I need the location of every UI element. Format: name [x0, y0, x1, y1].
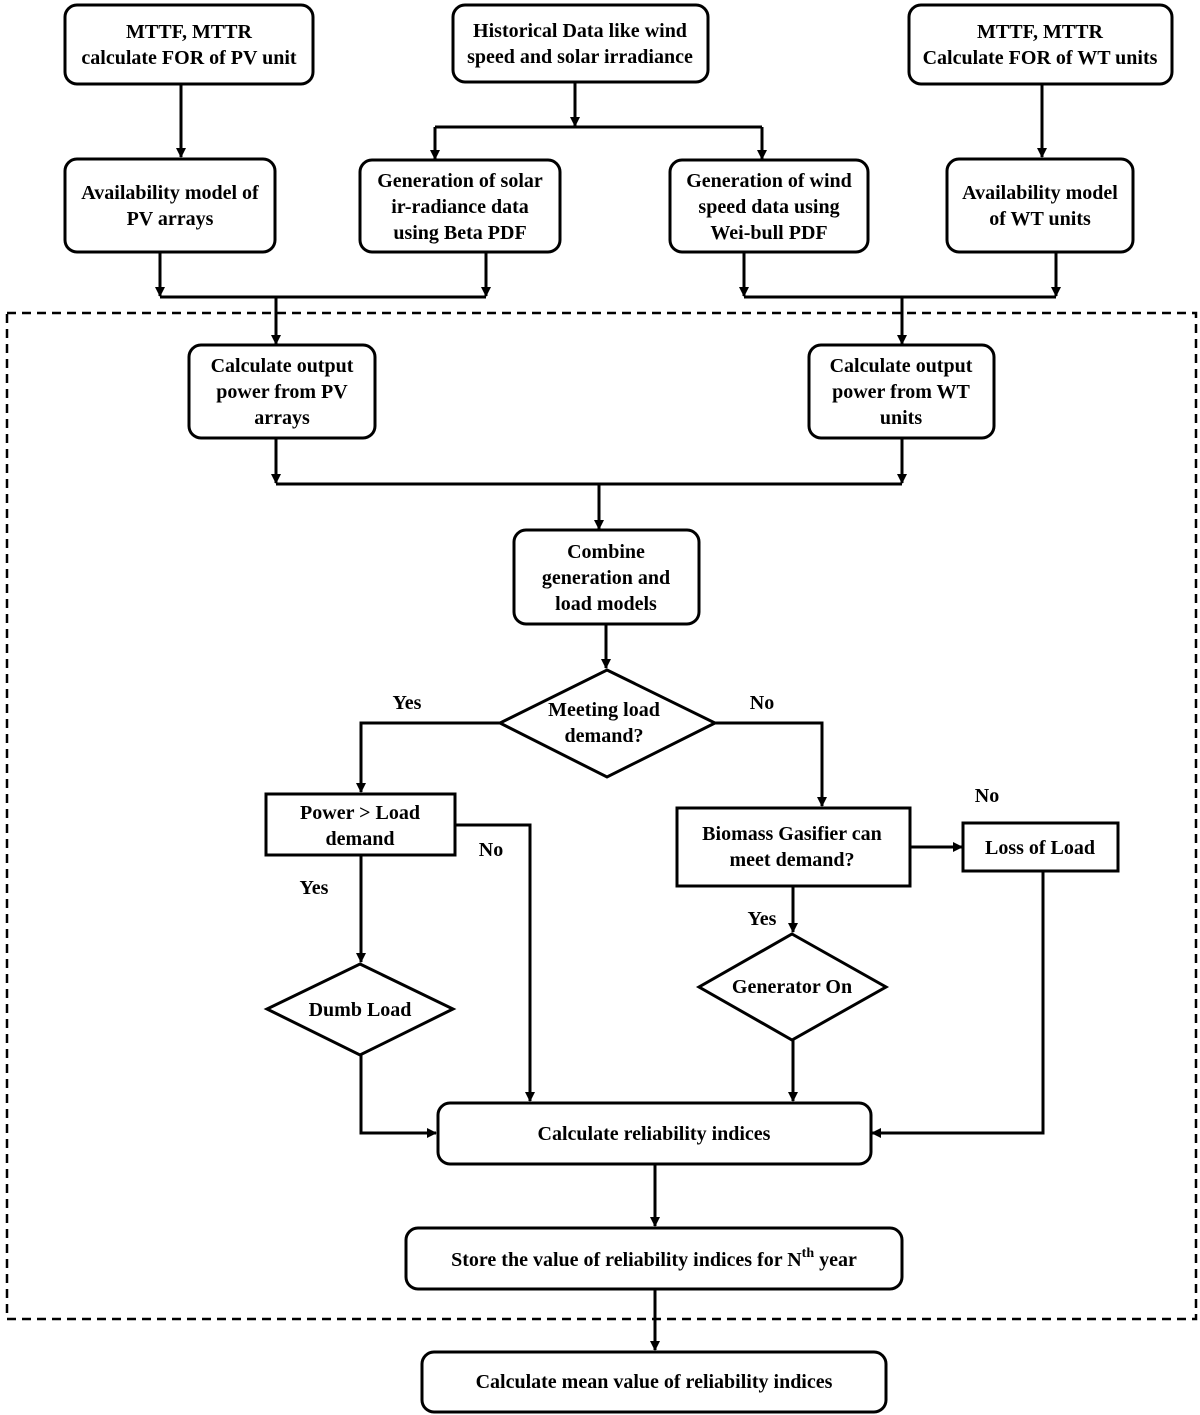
node-meeting-load: Meeting load demand? [496, 668, 719, 779]
edge-decision-no [715, 721, 827, 807]
node-wt-availability: Availability model of WT units [945, 157, 1135, 254]
node-solar-generation: Generation of solar ir-radiance data using… [358, 158, 562, 254]
text-line: using Beta PDF [393, 222, 526, 244]
text-line: arrays [254, 407, 310, 429]
label-meeting-yes: Yes [393, 692, 422, 714]
node-historical: Historical Data like wind speed and solar… [451, 3, 710, 84]
text-line: calculate FOR of PV unit [81, 47, 297, 69]
text-line: Generation of solar [377, 170, 543, 192]
text-line: Power > Load [300, 802, 420, 824]
label-power-no: No [479, 839, 503, 861]
node-pv-output: Calculate output power from PV arrays [187, 343, 377, 440]
text-line: Generation of wind [686, 170, 852, 192]
node-solar-generation-text: Generation of solar ir-radiance data using… [377, 170, 543, 244]
edge-decision-yes [356, 721, 500, 793]
text-line: MTTF, MTTR [126, 21, 252, 43]
text-line: load models [555, 593, 657, 615]
text-line: PV arrays [127, 208, 214, 230]
node-biomass-text: Biomass Gasifier can meet demand? [702, 823, 882, 871]
text-line: Loss of Load [985, 837, 1095, 859]
node-dumb-load-text: Dumb Load [309, 999, 412, 1021]
node-biomass: Biomass Gasifier can meet demand? [675, 806, 912, 888]
node-power-gt-load: Power > Load demand [264, 792, 457, 857]
text-line: speed and solar irradiance [467, 46, 693, 68]
text-line: Calculate output [211, 355, 354, 377]
node-generator-on: Generator On [695, 932, 890, 1042]
node-calc-reliability: Calculate reliability indices [436, 1101, 873, 1166]
node-power-gt-load-text: Power > Load demand [300, 802, 420, 850]
node-pv-for-text: MTTF, MTTR calculate FOR of PV unit [81, 21, 297, 69]
simulation-boundary [5, 311, 1198, 1321]
label-power-yes: Yes [300, 877, 329, 899]
store-value-superscript: th [802, 1246, 815, 1261]
text-line: power from WT [832, 381, 970, 403]
text-line: Wei-bull PDF [710, 222, 827, 244]
node-wt-output: Calculate output power from WT units [807, 343, 996, 440]
text-line: Calculate output [830, 355, 973, 377]
node-wt-availability-text: Availability model of WT units [962, 182, 1118, 230]
text-line: Meeting load [548, 699, 660, 721]
node-store-value: Store the value of reliability indices f… [404, 1226, 904, 1291]
text-line: of WT units [989, 208, 1091, 230]
node-loss-of-load: Loss of Load [961, 821, 1120, 873]
text-line: units [880, 407, 922, 429]
node-combine: Combine generation and load models [512, 528, 701, 626]
text-line: demand [326, 828, 395, 850]
edge-power-no [455, 823, 535, 1102]
node-calc-reliability-text: Calculate reliability indices [538, 1123, 771, 1145]
node-loss-of-load-text: Loss of Load [985, 837, 1095, 859]
text-line: Historical Data like wind [473, 20, 687, 42]
text-line: meet demand? [730, 849, 855, 871]
text-line: Calculate mean value of reliability indi… [476, 1371, 833, 1393]
text-line: Calculate reliability indices [538, 1123, 771, 1145]
text-line: demand? [565, 725, 644, 747]
node-pv-for: MTTF, MTTR calculate FOR of PV unit [63, 3, 315, 86]
label-biomass-no: No [975, 785, 999, 807]
text-line: MTTF, MTTR [977, 21, 1103, 43]
text-line: Dumb Load [309, 999, 412, 1021]
node-dumb-load: Dumb Load [263, 962, 457, 1057]
text-line: ir-radiance data [391, 196, 529, 218]
edge-loss-to-reliability [871, 871, 1045, 1138]
edge-dumb-load-to-reliability [359, 1055, 437, 1138]
text-line: Calculate FOR of WT units [923, 47, 1158, 69]
node-pv-availability-text: Availability model of PV arrays [81, 182, 259, 230]
node-pv-output-text: Calculate output power from PV arrays [211, 355, 354, 429]
node-wt-for: MTTF, MTTR Calculate FOR of WT units [907, 3, 1174, 86]
text-line: generation and [542, 567, 670, 589]
text-line: Biomass Gasifier can [702, 823, 882, 845]
label-biomass-yes: Yes [748, 908, 777, 930]
label-meeting-no: No [750, 692, 774, 714]
text-line: power from PV [216, 381, 348, 403]
text-line: Generator On [732, 976, 852, 998]
text-line: speed data using [698, 196, 839, 218]
node-calc-mean: Calculate mean value of reliability indi… [420, 1350, 888, 1414]
node-generator-on-text: Generator On [732, 976, 852, 998]
node-meeting-load-text: Meeting load demand? [548, 699, 660, 747]
node-wt-for-text: MTTF, MTTR Calculate FOR of WT units [923, 21, 1158, 69]
text-line: Availability model of [81, 182, 259, 204]
node-historical-text: Historical Data like wind speed and solar… [467, 20, 693, 68]
text-line: Availability model [962, 182, 1118, 204]
node-store-value-text: Store the value of reliability indices f… [451, 1246, 857, 1271]
node-wt-output-text: Calculate output power from WT units [830, 355, 973, 429]
node-calc-mean-text: Calculate mean value of reliability indi… [476, 1371, 833, 1393]
connectors [155, 82, 1061, 1351]
node-pv-availability: Availability model of PV arrays [63, 157, 277, 254]
node-combine-text: Combine generation and load models [542, 541, 670, 615]
text-line: Combine [567, 541, 645, 563]
